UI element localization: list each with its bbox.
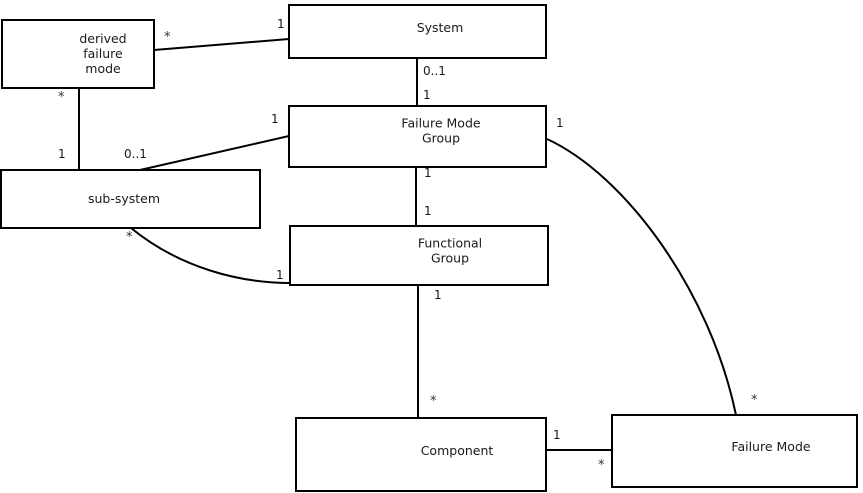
mult-dfm-to-system-star: * bbox=[164, 30, 171, 45]
class-label-line: mode bbox=[85, 61, 121, 76]
class-label-line: System bbox=[417, 20, 464, 35]
class-box-rect-failure-mode[interactable] bbox=[611, 414, 858, 488]
mult-fmg-left-one: 1 bbox=[271, 112, 279, 126]
association-sub-system--functional-group[interactable] bbox=[130, 227, 291, 284]
class-box-rect-functional-group[interactable] bbox=[289, 225, 549, 286]
mult-fg-left-one: 1 bbox=[276, 268, 284, 282]
mult-component-top-star: * bbox=[430, 394, 437, 409]
class-label-sub-system: sub-system bbox=[88, 191, 160, 206]
class-label-line: failure bbox=[83, 46, 123, 61]
mult-fmg-bottom-one: 1 bbox=[424, 166, 432, 180]
mult-dfm-bottom-star: * bbox=[58, 90, 65, 105]
class-box-component[interactable]: Component bbox=[295, 417, 547, 492]
mult-system-left-one: 1 bbox=[277, 17, 285, 31]
class-label-line: sub-system bbox=[88, 191, 160, 206]
class-box-rect-failure-mode-group[interactable] bbox=[288, 105, 547, 168]
multiplicities-layer: * 1 0..1 1 * 1 0..1 1 1 1 1 1 * 1 * 1 * * bbox=[58, 17, 758, 473]
class-label-failure-mode: Failure Mode bbox=[731, 439, 810, 454]
mult-system-bottom: 0..1 bbox=[423, 64, 446, 78]
class-box-failure-mode[interactable]: Failure Mode bbox=[611, 414, 858, 488]
class-box-rect-derived-failure-mode[interactable] bbox=[1, 19, 155, 89]
association-failure-mode-group--failure-mode[interactable] bbox=[546, 138, 737, 416]
class-label-line: Failure Mode bbox=[401, 115, 480, 130]
class-box-system[interactable]: System bbox=[288, 4, 547, 59]
association-derived-failure-mode--system[interactable] bbox=[153, 38, 290, 51]
mult-failure-mode-top-star: * bbox=[751, 393, 758, 408]
class-label-component: Component bbox=[421, 443, 494, 458]
class-box-rect-sub-system[interactable] bbox=[0, 169, 261, 229]
mult-failure-mode-left-star: * bbox=[598, 458, 605, 473]
class-label-line: derived bbox=[79, 31, 126, 46]
class-label-line: Group bbox=[431, 250, 469, 265]
mult-fmg-top: 1 bbox=[423, 88, 431, 102]
class-label-system: System bbox=[417, 20, 464, 35]
mult-subsystem-to-fmg: 0..1 bbox=[124, 147, 147, 161]
class-box-rect-system[interactable] bbox=[288, 4, 547, 59]
association-sub-system--failure-mode-group[interactable] bbox=[139, 135, 290, 171]
class-box-rect-component[interactable] bbox=[295, 417, 547, 492]
class-label-line: Functional bbox=[418, 235, 482, 250]
mult-subsystem-left-one: 1 bbox=[58, 147, 66, 161]
class-label-line: Group bbox=[422, 130, 460, 145]
mult-subsystem-bottom-star: * bbox=[126, 230, 133, 245]
class-label-line: Component bbox=[421, 443, 494, 458]
class-box-sub-system[interactable]: sub-system bbox=[0, 169, 261, 229]
mult-fg-top-one: 1 bbox=[424, 204, 432, 218]
mult-fmg-right-one: 1 bbox=[556, 116, 564, 130]
mult-fg-bottom-one: 1 bbox=[434, 288, 442, 302]
class-label-line: Failure Mode bbox=[731, 439, 810, 454]
associations-layer bbox=[78, 38, 737, 451]
mult-component-right-one: 1 bbox=[553, 428, 561, 442]
